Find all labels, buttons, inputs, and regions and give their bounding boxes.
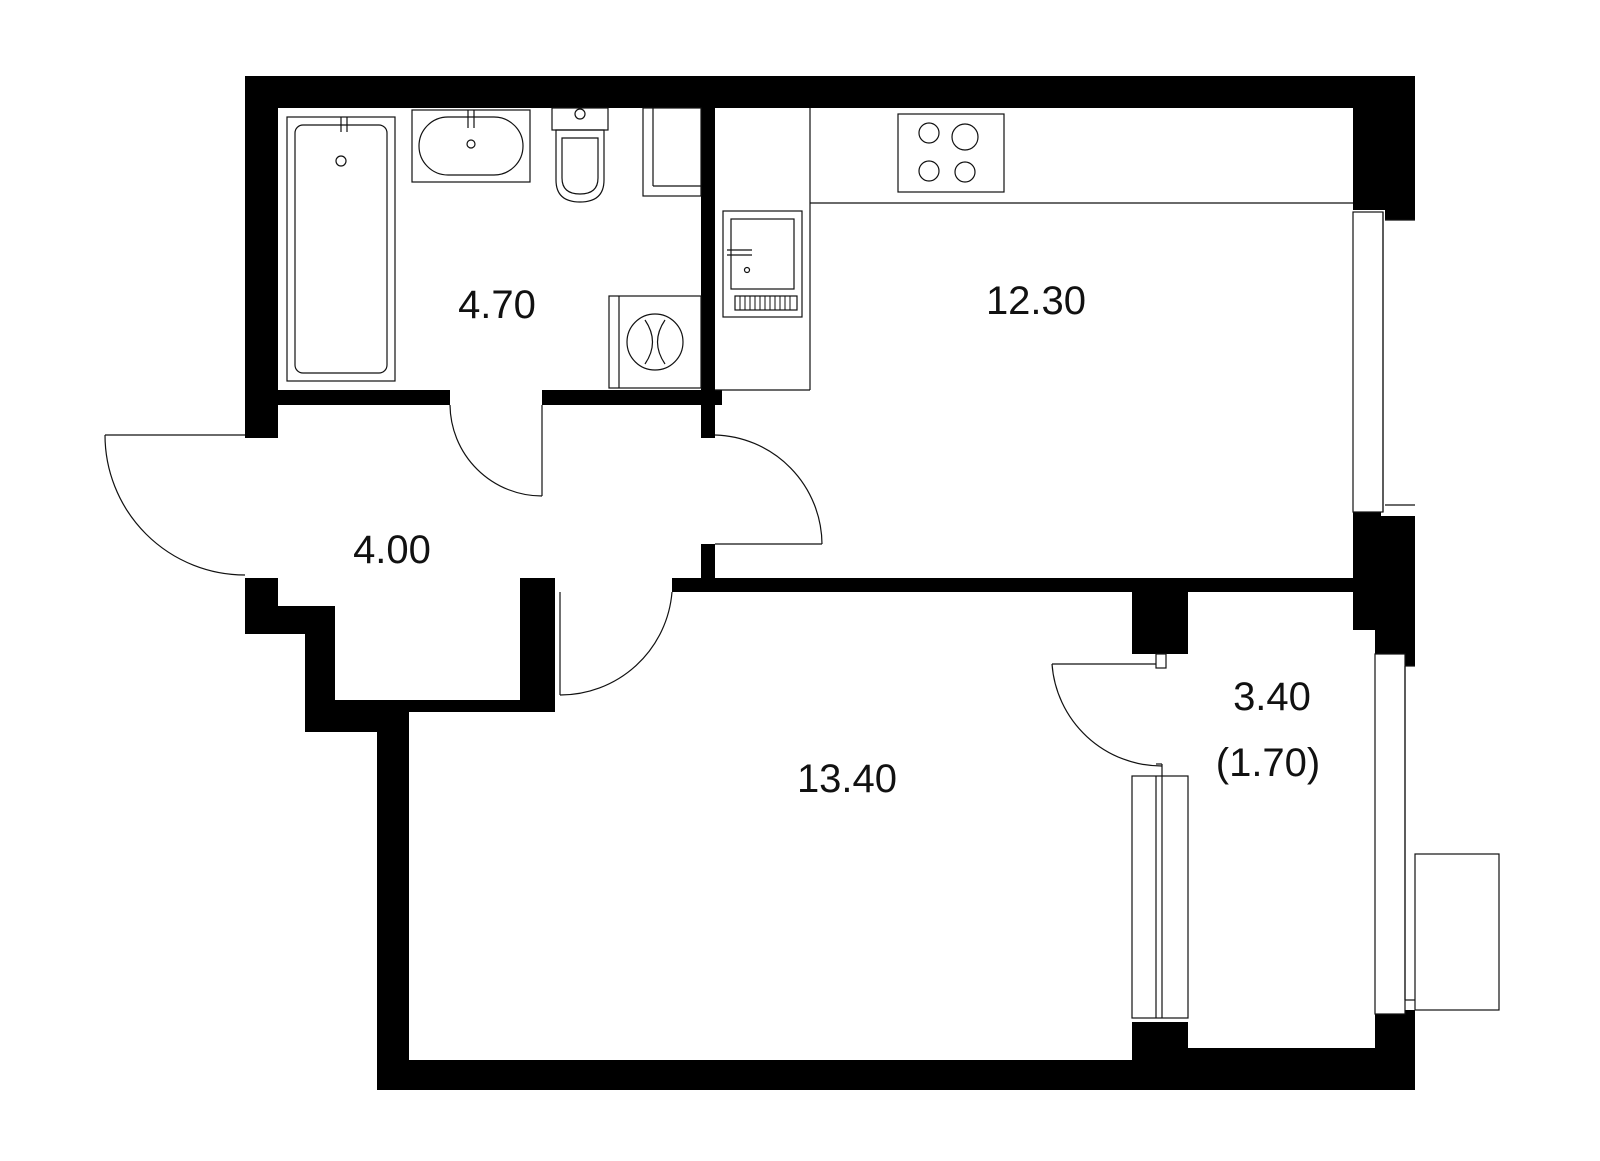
kitchen-window [1352,211,1415,513]
kitchen-area-label: 12.30 [986,279,1086,323]
kitchen-counter [715,108,1353,391]
hallway-area-label: 4.00 [353,528,431,572]
washing-machine [608,295,702,389]
sink [411,109,531,183]
entrance-door [104,434,246,576]
living-balcony-glazing [1131,763,1189,1019]
kitchen-door [714,434,823,545]
kitchen-sink [722,210,803,318]
balcony-reduced-area-label: (1.70) [1216,741,1321,785]
living-door [559,591,673,696]
living-room-area-label: 13.40 [797,757,897,801]
bathroom-area-label: 4.70 [458,283,536,327]
balcony-area-label: 3.40 [1233,675,1311,719]
stove [897,113,1005,193]
balcony-door [1051,653,1167,767]
drain-grill [739,296,791,310]
toilet [551,107,609,203]
walls [245,76,1415,1090]
bath-shelf [642,107,702,197]
bathroom-door [449,404,543,497]
bathtub [286,116,396,382]
balcony-window [1374,653,1500,1015]
